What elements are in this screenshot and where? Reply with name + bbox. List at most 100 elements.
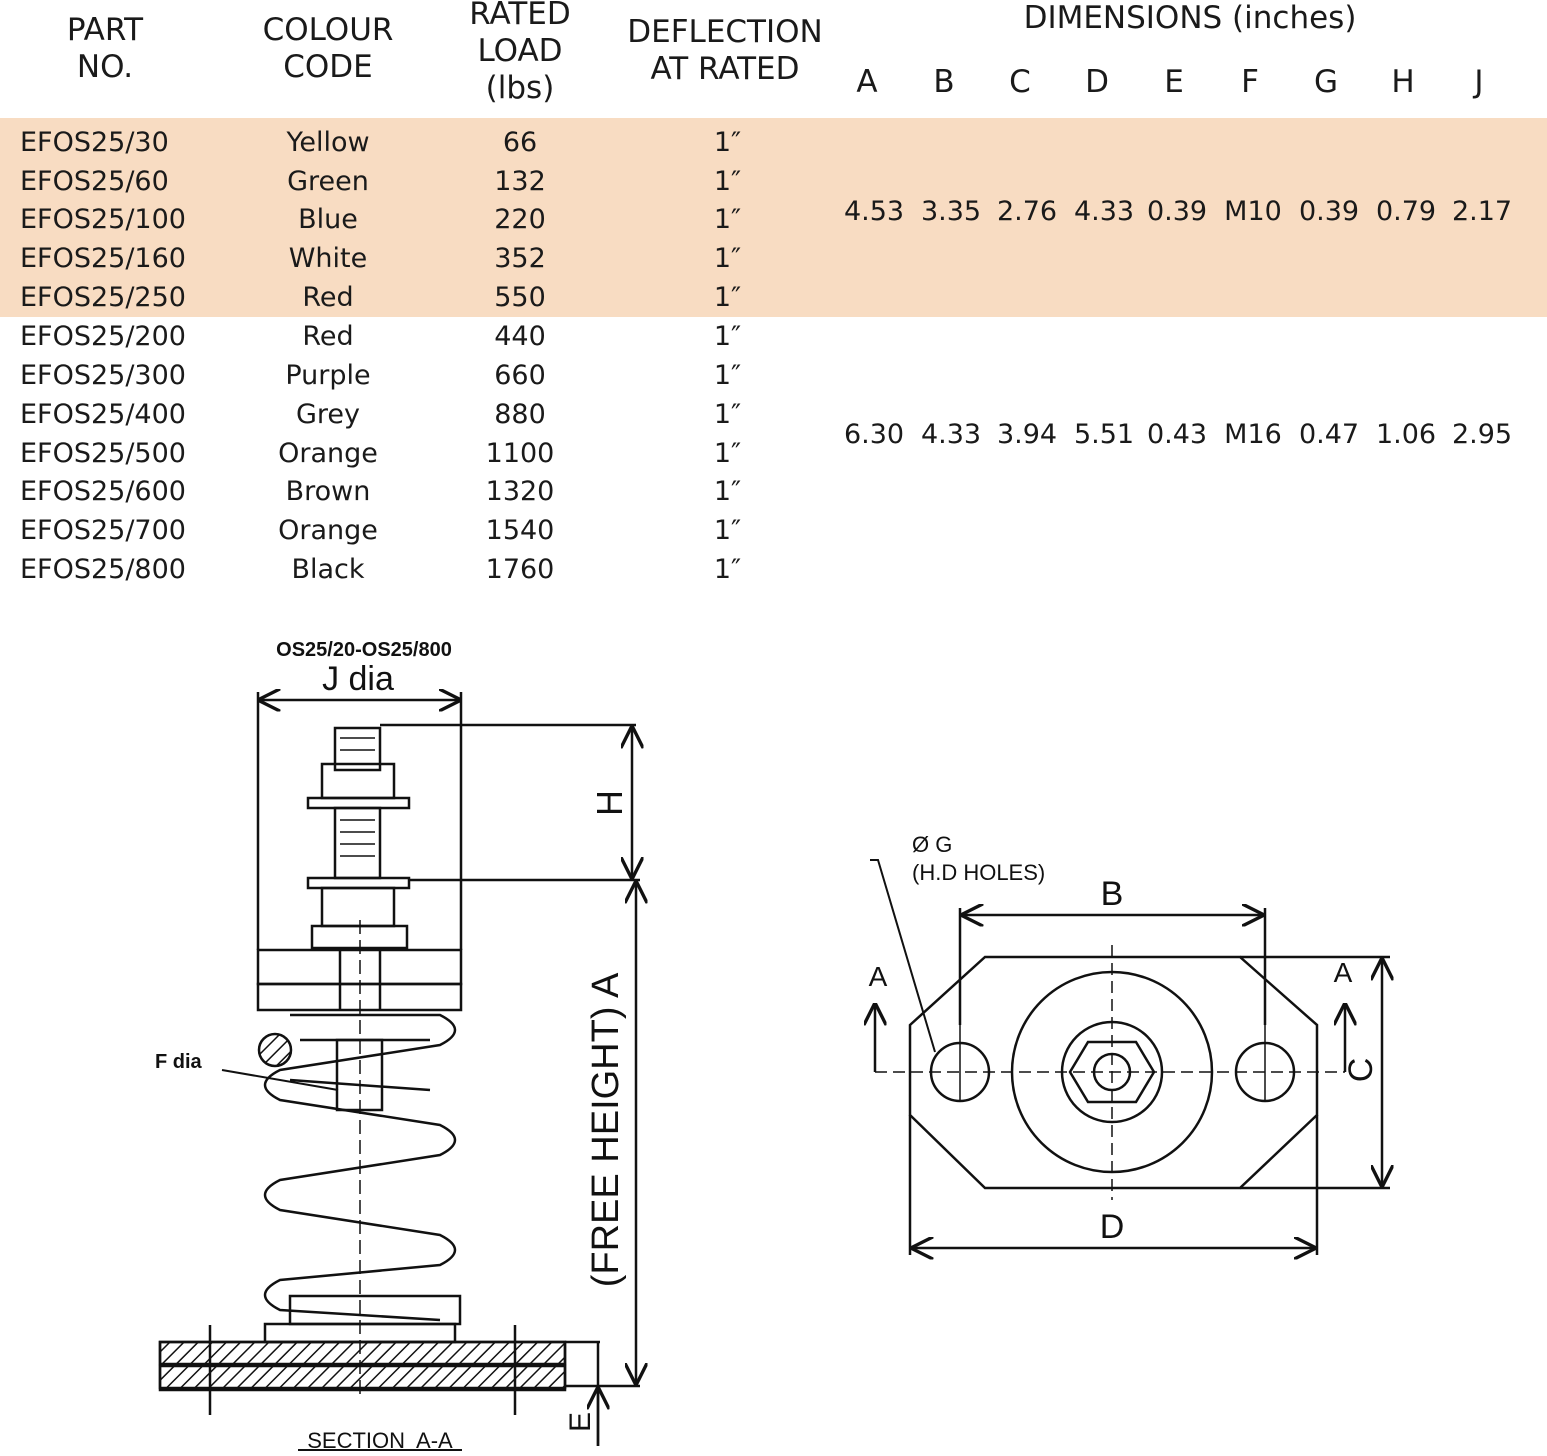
dim-a-value: 4.53 xyxy=(843,196,905,227)
g-hole-label: Ø G xyxy=(912,832,952,857)
colour-code: Purple xyxy=(285,360,371,391)
dim-e-value: 0.43 xyxy=(1146,419,1208,450)
part-no: EFOS25/200 xyxy=(20,321,186,352)
dim-c-value: 2.76 xyxy=(996,196,1058,227)
j-dia-label: J dia xyxy=(322,660,394,698)
dim-letter-j: J xyxy=(1474,64,1484,100)
free-height-label: (FREE HEIGHT) A xyxy=(585,972,627,1287)
table-row: EFOS25/30 Yellow 66 1″ xyxy=(0,123,820,162)
rated-load: 132 xyxy=(494,166,546,197)
colour-code: Blue xyxy=(298,204,358,235)
part-no: EFOS25/800 xyxy=(20,554,186,585)
part-no: EFOS25/30 xyxy=(20,127,169,158)
dim-j-value: 2.95 xyxy=(1451,419,1513,450)
dim-h-value: 1.06 xyxy=(1375,419,1437,450)
part-no: EFOS25/250 xyxy=(20,282,186,313)
dim-letter-e: E xyxy=(1164,64,1184,100)
f-dia-label: F dia xyxy=(155,1051,203,1073)
rated-load: 1320 xyxy=(485,476,555,507)
deflection: 1″ xyxy=(713,438,742,469)
header-deflection: DEFLECTION AT RATED xyxy=(627,14,823,87)
d-label: D xyxy=(1100,1208,1125,1246)
dim-a-value: 6.30 xyxy=(843,419,905,450)
colour-code: Orange xyxy=(278,515,378,546)
deflection: 1″ xyxy=(713,321,742,352)
dim-e-value: 0.39 xyxy=(1146,196,1208,227)
dim-letter-g: G xyxy=(1313,64,1339,100)
section-a-right-label: A xyxy=(1334,957,1353,988)
dim-c-value: 3.94 xyxy=(996,419,1058,450)
deflection: 1″ xyxy=(713,554,742,585)
rated-load: 1760 xyxy=(485,554,555,585)
side-section-drawing: OS25/20-OS25/800 J dia H (FREE HEIGHT) A… xyxy=(155,639,700,1453)
colour-code: Red xyxy=(302,321,354,352)
colour-code: Orange xyxy=(278,438,378,469)
b-label: B xyxy=(1101,875,1124,913)
dim-g-value: 0.39 xyxy=(1298,196,1360,227)
dim-letter-f: F xyxy=(1241,64,1259,100)
table-row: EFOS25/60 Green 132 1″ xyxy=(0,162,820,201)
colour-code: Black xyxy=(291,554,365,585)
section-a-left-label: A xyxy=(869,961,888,992)
dim-j-value: 2.17 xyxy=(1451,196,1513,227)
dim-f-value: M10 xyxy=(1224,196,1282,227)
table-row: EFOS25/300 Purple 660 1″ xyxy=(0,356,820,395)
header-colour-code: COLOUR CODE xyxy=(262,12,394,85)
deflection: 1″ xyxy=(713,166,742,197)
header-rated-load: RATED LOAD (lbs) xyxy=(469,0,571,106)
dim-letter-d: D xyxy=(1085,64,1109,100)
dim-g-value: 0.47 xyxy=(1298,419,1360,450)
part-no: EFOS25/160 xyxy=(20,243,186,274)
colour-code: Red xyxy=(302,282,354,313)
part-no: EFOS25/400 xyxy=(20,399,186,430)
dim-letter-h: H xyxy=(1391,64,1415,100)
rated-load: 1100 xyxy=(485,438,555,469)
dim-f-value: M16 xyxy=(1224,419,1282,450)
colour-code: Brown xyxy=(285,476,371,507)
part-no: EFOS25/600 xyxy=(20,476,186,507)
deflection: 1″ xyxy=(713,282,742,313)
highlight-band xyxy=(0,118,1547,317)
rated-load: 880 xyxy=(494,399,546,430)
part-no: EFOS25/500 xyxy=(20,438,186,469)
deflection: 1″ xyxy=(713,127,742,158)
rated-load: 220 xyxy=(494,204,546,235)
table-row: EFOS25/160 White 352 1″ xyxy=(0,239,820,278)
table-row: EFOS25/500 Orange 1100 1″ xyxy=(0,434,820,473)
part-no: EFOS25/300 xyxy=(20,360,186,391)
dim-h-value: 0.79 xyxy=(1375,196,1437,227)
section-label: SECTION A-A xyxy=(307,1428,453,1453)
dim-letter-c: C xyxy=(1009,64,1031,100)
holes-note: (H.D HOLES) xyxy=(912,860,1045,885)
deflection: 1″ xyxy=(713,399,742,430)
c-label: C xyxy=(1342,1058,1380,1083)
rated-load: 550 xyxy=(494,282,546,313)
deflection: 1″ xyxy=(713,243,742,274)
dim-d-value: 5.51 xyxy=(1073,419,1135,450)
header-part-no: PART NO. xyxy=(66,12,144,85)
part-no: EFOS25/60 xyxy=(20,166,169,197)
deflection: 1″ xyxy=(713,204,742,235)
rated-load: 660 xyxy=(494,360,546,391)
drawing-title: OS25/20-OS25/800 xyxy=(276,639,452,661)
deflection: 1″ xyxy=(713,360,742,391)
colour-code: Green xyxy=(287,166,369,197)
part-no: EFOS25/700 xyxy=(20,515,186,546)
table-row: EFOS25/250 Red 550 1″ xyxy=(0,278,820,317)
table-row: EFOS25/100 Blue 220 1″ xyxy=(0,200,820,239)
colour-code: Yellow xyxy=(286,127,370,158)
rated-load: 440 xyxy=(494,321,546,352)
colour-code: Grey xyxy=(295,399,361,430)
colour-code: White xyxy=(288,243,368,274)
dim-b-value: 4.33 xyxy=(920,419,982,450)
deflection: 1″ xyxy=(713,476,742,507)
h-label: H xyxy=(589,790,630,816)
dim-letter-b: B xyxy=(933,64,955,100)
plan-view-drawing: Ø G (H.D HOLES) B A A C D xyxy=(850,832,1547,1270)
e-label: E xyxy=(564,1412,597,1432)
header-dimensions: DIMENSIONS (inches) xyxy=(1023,0,1357,36)
dim-d-value: 4.33 xyxy=(1073,196,1135,227)
table-row: EFOS25/600 Brown 1320 1″ xyxy=(0,472,820,511)
dim-letter-a: A xyxy=(856,64,878,100)
table-row: EFOS25/400 Grey 880 1″ xyxy=(0,395,820,434)
